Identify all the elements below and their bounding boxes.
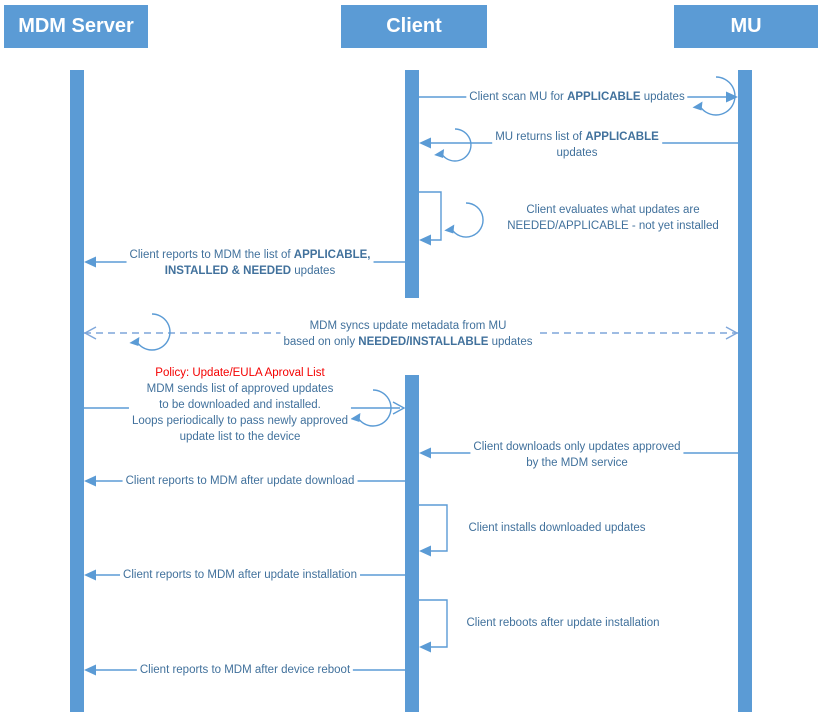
message-text: by the MDM service: [526, 457, 628, 469]
message-label-line: MDM syncs update metadata from MU: [283, 318, 532, 334]
message-label-line: updates: [495, 145, 659, 161]
message-text: Client reports to MDM after update insta…: [123, 569, 357, 581]
message-text: to be downloaded and installed.: [159, 399, 321, 411]
message-text: Client reports to MDM the list of: [129, 249, 294, 261]
message-label-line: based on only NEEDED/INSTALLABLE updates: [283, 334, 532, 350]
message-text: MU returns list of: [495, 131, 586, 143]
lifeline-mdm: [70, 70, 84, 712]
arrowhead-left: [84, 569, 96, 581]
message-text: Client reports to MDM after device reboo…: [139, 664, 351, 676]
self-message-bracket: [419, 599, 448, 648]
message-label-line: by the MDM service: [473, 455, 680, 471]
message-label-m8: Client reports to MDM after update downl…: [122, 473, 358, 489]
actor-mdm-server: MDM Server: [4, 5, 148, 48]
message-label-line: MU returns list of APPLICABLE: [495, 129, 659, 145]
message-label-line: to be downloaded and installed.: [132, 397, 348, 413]
message-text: MDM sends list of approved updates: [146, 383, 334, 395]
message-label-line: NEEDED/APPLICABLE - not yet installed: [507, 218, 719, 234]
arrowhead-left: [84, 475, 96, 487]
message-label-line: INSTALLED & NEEDED updates: [130, 263, 371, 279]
loop-icon-arrowhead: [434, 149, 445, 158]
message-label-m5: MDM syncs update metadata from MU based o…: [280, 318, 536, 350]
arrowhead-left: [419, 641, 431, 653]
message-label-line: Client evaluates what updates are: [507, 202, 719, 218]
loop-icon: [135, 313, 171, 351]
message-text: updates: [556, 147, 598, 159]
message-label-line: Client reboots after update installation: [466, 615, 659, 631]
message-label-m10: Client reports to MDM after update insta…: [120, 567, 360, 583]
message-text: APPLICABLE,: [293, 249, 371, 261]
actor-client: Client: [341, 5, 487, 48]
message-text: updates: [488, 336, 533, 348]
message-label-m12: Client reports to MDM after device reboo…: [136, 662, 354, 678]
loop-icon: [698, 76, 736, 116]
message-label-line: MDM sends list of approved updates: [132, 381, 348, 397]
message-label-m4: Client reports to MDM the list of APPLIC…: [126, 247, 374, 279]
lifeline-client-lower: [405, 375, 419, 712]
message-text: Client scan MU for: [469, 91, 568, 103]
message-label-line: Client installs downloaded updates: [468, 520, 645, 536]
message-label-line: Client reports to MDM the list of APPLIC…: [130, 247, 371, 263]
message-label-m2: MU returns list of APPLICABLE updates: [492, 129, 662, 161]
open-arrowhead-right: [392, 401, 406, 415]
message-label-m9: Client installs downloaded updates: [465, 520, 649, 536]
message-text: based on only: [283, 336, 359, 348]
message-text: Loops periodically to pass newly approve…: [131, 415, 349, 427]
arrowhead-left: [419, 234, 431, 246]
arrowhead-left: [419, 447, 431, 459]
message-label-line: update list to the device: [132, 429, 348, 445]
message-text: update list to the device: [179, 431, 301, 443]
open-arrowhead-right: [725, 326, 739, 340]
message-text: NEEDED/APPLICABLE - not yet installed: [507, 220, 719, 232]
message-label-line: Client reports to MDM after device reboo…: [140, 662, 350, 678]
policy-annotation-text: Policy: Update/EULA Aproval List: [155, 367, 325, 379]
message-label-m7: Client downloads only updates approved by…: [470, 439, 684, 471]
message-text: Client installs downloaded updates: [468, 522, 646, 534]
message-text: Client reports to MDM after update downl…: [125, 475, 355, 487]
loop-icon-arrowhead: [350, 413, 361, 422]
loop-icon-arrowhead: [129, 337, 140, 346]
message-label-m11: Client reboots after update installation: [463, 615, 663, 631]
loop-icon-arrowhead: [444, 224, 455, 234]
message-text: NEEDED/INSTALLABLE: [358, 336, 489, 348]
message-label-line: Policy: Update/EULA Aproval List: [132, 365, 348, 381]
message-text: APPLICABLE: [567, 91, 641, 103]
message-label-line: Loops periodically to pass newly approve…: [132, 413, 348, 429]
message-text: INSTALLED & NEEDED: [164, 265, 292, 277]
message-label-m1: Client scan MU for APPLICABLE updates: [466, 89, 688, 105]
self-message-bracket: [419, 504, 448, 552]
message-text: updates: [291, 265, 336, 277]
loop-icon: [450, 202, 484, 238]
message-text: Client evaluates what updates are: [526, 204, 700, 216]
self-message-bracket: [419, 191, 442, 241]
open-arrowhead-left: [83, 326, 97, 340]
message-text: updates: [640, 91, 685, 103]
message-text: Client reboots after update installation: [466, 617, 660, 629]
message-text: Client downloads only updates approved: [473, 441, 681, 453]
arrowhead-right: [726, 91, 738, 103]
loop-icon-arrowhead: [692, 101, 703, 111]
message-label-line: Client reports to MDM after update downl…: [126, 473, 355, 489]
message-label-line: Client reports to MDM after update insta…: [123, 567, 357, 583]
actor-mu: MU: [674, 5, 818, 48]
arrowhead-left: [419, 137, 431, 149]
arrowhead-left: [419, 545, 431, 557]
message-text: MDM syncs update metadata from MU: [309, 320, 507, 332]
message-label-line: Client downloads only updates approved: [473, 439, 680, 455]
arrowhead-left: [84, 664, 96, 676]
arrowhead-left: [84, 256, 96, 268]
loop-icon: [440, 128, 472, 162]
lifeline-mu: [738, 70, 752, 712]
lifeline-client-upper: [405, 70, 419, 298]
message-label-line: Client scan MU for APPLICABLE updates: [469, 89, 684, 105]
message-text: APPLICABLE: [585, 131, 659, 143]
loop-icon: [356, 389, 392, 427]
